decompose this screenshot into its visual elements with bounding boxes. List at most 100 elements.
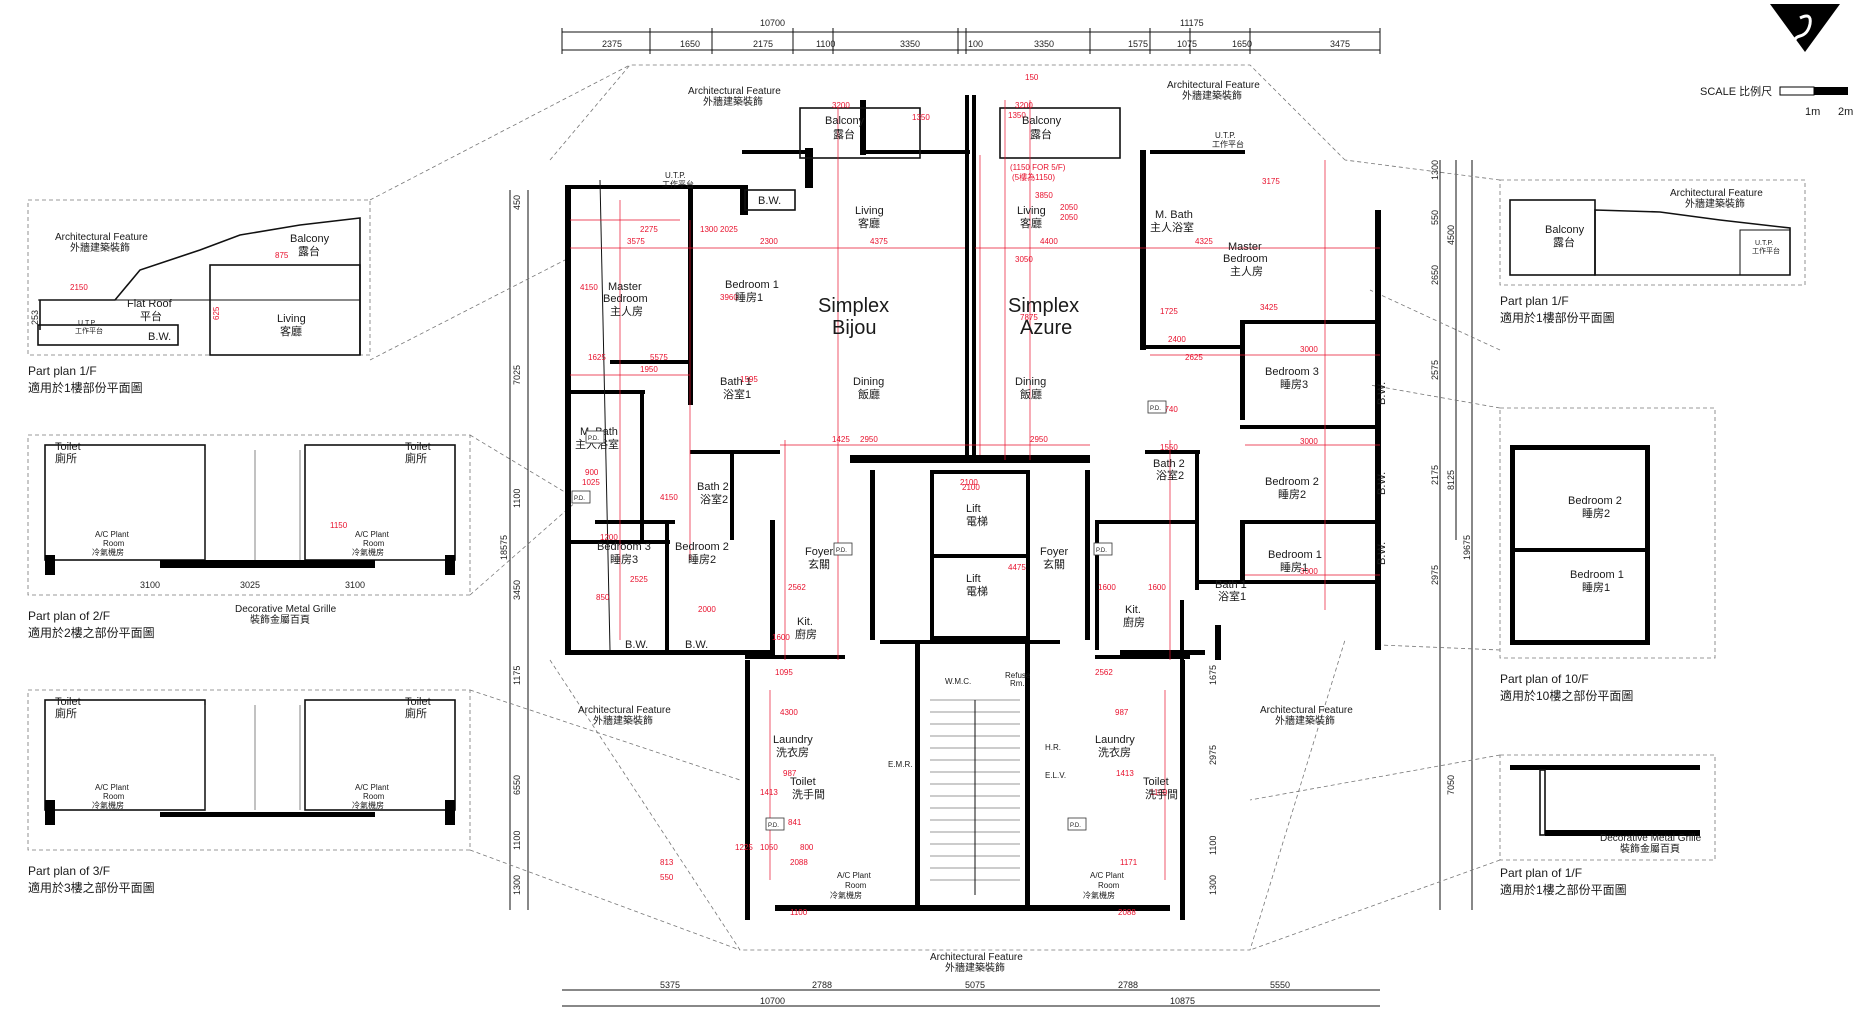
inset2-acplant-right: A/C Plant (355, 530, 390, 539)
scale-label: SCALE 比例尺 (1700, 84, 1772, 98)
top-dim-5: 3350 (900, 39, 920, 49)
top-dim-8: 1575 (1128, 39, 1148, 49)
inset6-caption: Part plan of 1/F (1500, 866, 1582, 880)
arch-note-mid-left-zh: 外牆建築裝飾 (593, 714, 653, 727)
inset3-acplant-right-2: Room (363, 792, 385, 801)
balcony-azure-label: Balcony (1022, 115, 1062, 127)
inset2-acplant-left: A/C Plant (95, 530, 130, 539)
dim-value-44: 850 (596, 593, 610, 602)
inset2-toilet-left: Toilet (55, 441, 81, 453)
bottom-dim-4: 2788 (1118, 980, 1138, 990)
arch-note-mid-right: Architectural Feature (1260, 705, 1353, 716)
azure-foyer-label: Foyer (1040, 546, 1068, 558)
bijou-foyer-label: Foyer (805, 546, 833, 558)
azure-bw-2: B.W. (1376, 472, 1388, 495)
dining-azure-label: Dining (1015, 376, 1046, 388)
wmc-label: W.M.C. (945, 677, 971, 686)
pd-box-4 (765, 817, 785, 831)
left-dim-2: 7025 (512, 365, 522, 385)
inset2-dim-4150: 3025 (240, 580, 260, 590)
dim-value-58: 1100 (790, 908, 808, 917)
azure-bedroom1-label: Bedroom 1 (1268, 549, 1322, 561)
scale-1m: 1m (1805, 106, 1820, 118)
right-dim-4: 2650 (1430, 265, 1440, 285)
dim-value-35: 7875 (1020, 313, 1038, 322)
bijou-toilet-label: Toilet (790, 776, 816, 788)
bottom-dimension-chain: 5375 2788 5075 2788 5550 10700 10875 (562, 980, 1380, 1007)
bijou-kit-label: Kit. (797, 616, 813, 628)
bijou-bath1-label-zh: 浴室1 (723, 387, 751, 401)
bijou-bedroom2-label-zh: 睡房2 (688, 553, 716, 566)
inset1-dim-1765: 2150 (70, 283, 88, 292)
dim-value-43: 1025 (582, 478, 600, 487)
azure-utp-label-zh: 工作平台 (1212, 139, 1244, 149)
inset3-acplant-left-zh: 冷氣機房 (92, 800, 124, 810)
right-total-2: 19675 (1462, 535, 1472, 560)
dim-value-42: 900 (585, 468, 599, 477)
inset1-flatroof: Flat Roof (127, 298, 173, 310)
dim-value-41: 1200 (600, 533, 618, 542)
inset2-caption: Part plan of 2/F (28, 609, 110, 623)
inset-part-plan-2f: Toilet 廁所 Toilet 廁所 A/C Plant Room 冷氣機房 … (27, 434, 471, 640)
dim-value-28: 1550 (1160, 443, 1178, 452)
inset2-dim-1150-left: 3100 (140, 580, 160, 590)
dim-value-25: 2625 (1185, 353, 1203, 362)
inset3-toilet-left: Toilet (55, 696, 81, 708)
inset1-caption-zh: 適用於1樓部份平面圖 (28, 380, 143, 395)
bijou-laundry-label: Laundry (773, 734, 813, 746)
note-1150-en: (1150 FOR 5/F) (1010, 163, 1066, 172)
top-total-left: 10700 (760, 18, 785, 28)
dim-value-34: 5575 (650, 353, 668, 362)
top-dimension-chain: 10700 11175 2375 1650 2175 1100 3350 100… (561, 18, 1381, 54)
stairs (930, 699, 1020, 895)
bijou-laundry-label-zh: 洗衣房 (776, 745, 809, 759)
inset2-toilet-left-zh: 廁所 (55, 451, 77, 465)
azure-master-label-2: Bedroom (1223, 253, 1268, 265)
arch-note-top-right: Architectural Feature (1167, 80, 1260, 91)
dim-value-1: 3200 (1015, 101, 1033, 110)
dim-value-32: 2100 (962, 483, 980, 492)
arch-note-mid-left: Architectural Feature (578, 705, 671, 716)
dim-value-49: 1600 (1098, 583, 1116, 592)
bijou-kit-label-zh: 廚房 (795, 627, 817, 641)
azure-master-label-zh: 主人房 (1230, 265, 1263, 278)
refuse-rm-label: Rm. (1010, 679, 1025, 688)
dining-bijou-label-zh: 飯廳 (858, 387, 880, 401)
dim-value-0: 3200 (832, 101, 850, 110)
inset-part-plan-1f-left: Architectural Feature 外牆建築裝飾 Balcony 露台 … (27, 199, 371, 395)
lift-2-label: Lift (966, 573, 981, 585)
inset3-acplant-right-zh: 冷氣機房 (352, 800, 384, 810)
bijou-bedroom1-label-zh: 睡房1 (735, 291, 763, 304)
left-dimension-chain: 450 7025 1100 3450 1175 6550 1100 1300 1… (499, 190, 529, 910)
bijou-title-line1: Simplex (818, 295, 889, 317)
note-1150-zh: (5樓為1150) (1012, 172, 1055, 182)
bijou-master-label-zh: 主人房 (610, 305, 643, 318)
inset4-utp-zh: 工作平台 (1752, 246, 1780, 255)
right-dim-12: 1300 (1208, 875, 1218, 895)
living-azure-label: Living (1017, 205, 1046, 217)
bottom-dim-1: 5375 (660, 980, 680, 990)
dim-value-20: 3000 (1300, 567, 1318, 576)
left-dim-1: 450 (512, 195, 522, 210)
dim-value-12: 2300 (760, 237, 778, 246)
pd-label-6: P.D. (1150, 406, 1161, 412)
azure-bath2-label: Bath 2 (1153, 458, 1185, 470)
azure-bw-3: B.W. (1376, 542, 1388, 565)
azure-bath1-label: Bath 1 (1215, 579, 1247, 591)
azure-bath1-label-zh: 浴室1 (1218, 589, 1246, 603)
right-dim-10: 7050 (1446, 775, 1456, 795)
inset2-toilet-right: Toilet (405, 441, 431, 453)
pd-label-4: P.D. (768, 823, 779, 829)
left-dim-7: 1100 (512, 831, 522, 850)
inset2-dim-1150-right: 3100 (345, 580, 365, 590)
dim-value-55: 1413 (1116, 769, 1134, 778)
left-total: 18575 (499, 535, 509, 560)
dim-value-29: 2950 (860, 435, 878, 444)
dim-value-56: 1413 (760, 788, 778, 797)
interior-dimension-lines (570, 100, 1380, 880)
scale-2m: 2m (1838, 106, 1853, 118)
dim-value-31: 1425 (832, 435, 850, 444)
dim-value-33: 4150 (580, 283, 598, 292)
inset6-caption-zh: 適用於1樓之部份平面圖 (1500, 882, 1627, 897)
